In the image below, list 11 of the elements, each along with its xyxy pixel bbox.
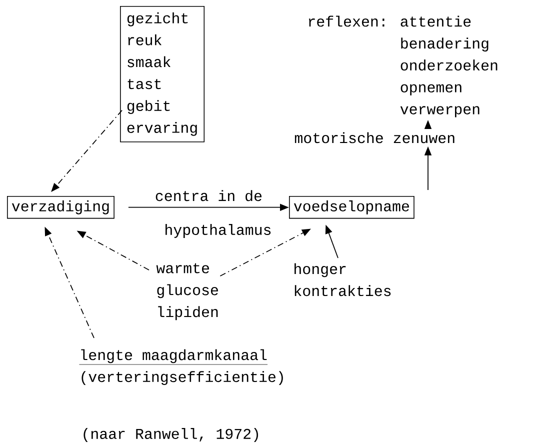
sense-list-box: gezicht reuk smaak tast gebit ervaring xyxy=(120,6,205,142)
text-label: motorische zenuwen xyxy=(294,132,454,144)
text-label: hypothalamus xyxy=(166,224,271,238)
edge-label: centra in de xyxy=(156,190,262,202)
process-box: voedselopname xyxy=(289,196,414,219)
reflex-list: reflexen: attentie benadering onderzoeken opnemen verwerpen xyxy=(308,16,498,118)
source-note: (naar Ranwell, 1972) xyxy=(84,428,258,442)
text-label: warmte glucose lipiden xyxy=(156,263,218,320)
process-box: verzadiging xyxy=(7,196,114,219)
text-label: honger kontrakties xyxy=(294,263,391,296)
text-label: lengte maagdarmkanaal (verteringsefficientie) xyxy=(79,349,283,386)
